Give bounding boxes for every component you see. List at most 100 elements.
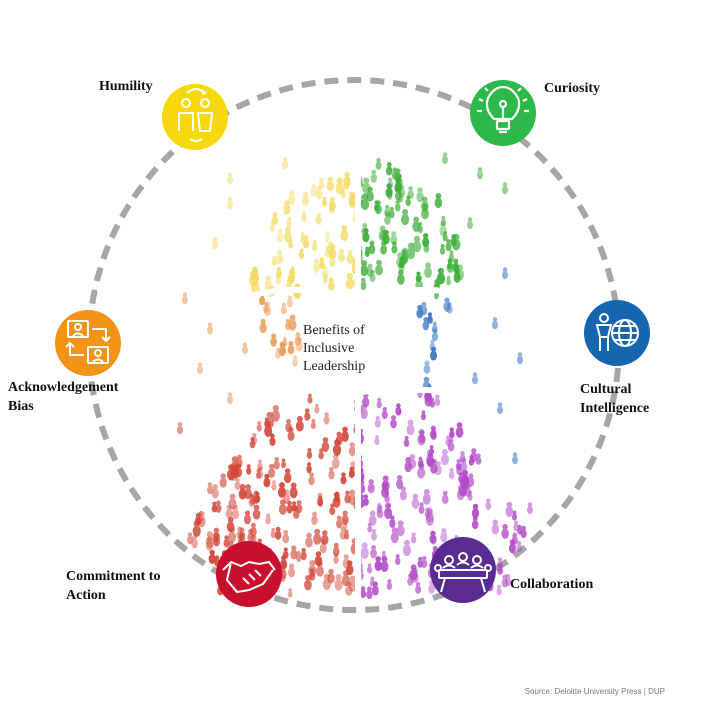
person-figure	[395, 403, 402, 416]
person-figure	[447, 438, 455, 452]
person-figure	[282, 530, 290, 544]
person-figure	[314, 403, 320, 414]
person-figure	[375, 259, 383, 276]
person-figure	[394, 554, 401, 565]
person-figure	[324, 231, 330, 242]
person-figure	[420, 410, 426, 421]
humility-node	[162, 84, 228, 150]
center-title-line-3: Leadership	[303, 359, 366, 374]
person-figure	[491, 519, 500, 535]
person-figure	[252, 490, 260, 504]
person-figure	[273, 456, 280, 470]
person-figure	[385, 183, 393, 198]
person-figure	[292, 355, 298, 367]
person-figure	[305, 532, 313, 548]
person-figure	[360, 542, 369, 559]
person-figure	[416, 187, 424, 203]
cultural-intelligence-label: Cultural Intelligence	[580, 380, 649, 418]
person-figure	[321, 437, 330, 453]
person-figure	[288, 563, 296, 578]
person-figure	[384, 502, 393, 519]
person-figure	[348, 489, 357, 506]
person-figure	[443, 297, 451, 312]
person-figure	[326, 176, 334, 191]
person-figure	[238, 483, 247, 500]
person-figure	[329, 254, 336, 267]
acknowledgement-bias-circle	[55, 310, 121, 376]
person-figure	[340, 472, 347, 485]
person-figure	[287, 588, 293, 598]
person-figure	[263, 473, 271, 488]
person-figure	[374, 415, 381, 428]
person-figure	[313, 528, 322, 545]
person-figure	[286, 216, 292, 228]
person-figure	[197, 362, 203, 375]
person-figure	[321, 265, 329, 280]
humility-label: Humility	[99, 77, 153, 96]
person-figure	[427, 312, 433, 324]
person-figure	[327, 568, 335, 584]
person-figure	[527, 502, 533, 515]
person-figure	[208, 549, 216, 565]
person-figure	[512, 452, 518, 465]
person-figure	[251, 433, 258, 445]
person-figure	[282, 157, 288, 170]
person-figure	[512, 532, 518, 545]
person-figure	[366, 586, 373, 600]
collaboration-label: Collaboration	[510, 575, 593, 594]
person-figure	[399, 486, 407, 501]
person-figure	[187, 532, 193, 545]
person-figure	[381, 406, 388, 420]
person-figure	[341, 426, 349, 442]
person-figure	[295, 550, 302, 562]
person-figure	[394, 177, 403, 193]
person-figure	[182, 292, 188, 305]
person-figure	[430, 346, 438, 361]
person-figure	[326, 241, 334, 256]
person-figure	[396, 520, 405, 537]
person-figure	[247, 528, 254, 542]
person-figure	[376, 502, 382, 514]
person-figure	[408, 454, 417, 470]
person-figure	[412, 216, 421, 233]
person-figure	[295, 415, 304, 432]
person-figure	[501, 523, 509, 539]
person-figure	[191, 535, 198, 549]
person-figure	[315, 212, 322, 225]
person-figure	[327, 277, 335, 291]
person-figure	[207, 322, 213, 335]
person-figure	[311, 239, 318, 252]
person-figure	[448, 250, 455, 261]
person-figure	[177, 422, 183, 435]
person-figure	[346, 249, 354, 264]
person-figure	[287, 269, 296, 284]
person-figure	[256, 421, 262, 432]
person-figure	[361, 223, 369, 237]
person-figure	[215, 500, 222, 513]
person-figure	[205, 531, 215, 548]
person-figure	[264, 301, 272, 316]
person-figure	[197, 512, 203, 525]
person-figure	[456, 485, 465, 501]
person-figure	[300, 547, 307, 561]
person-figure	[322, 273, 328, 284]
person-figure	[403, 436, 410, 448]
person-figure	[384, 204, 391, 217]
person-figure	[243, 510, 251, 525]
person-figure	[449, 427, 455, 439]
person-figure	[271, 212, 279, 226]
person-figure	[516, 540, 522, 553]
person-figure	[316, 492, 324, 506]
person-figure	[446, 275, 451, 286]
person-figure	[271, 404, 280, 422]
person-figure	[418, 430, 426, 444]
person-figure	[307, 393, 313, 404]
person-figure	[268, 463, 276, 478]
person-figure	[318, 448, 324, 460]
meeting-table-icon	[434, 552, 492, 593]
collaboration-label-line-1: Collaboration	[510, 577, 594, 592]
person-figure	[270, 333, 277, 347]
person-figure	[227, 172, 233, 185]
person-figure	[219, 473, 227, 488]
person-figure	[423, 360, 431, 374]
